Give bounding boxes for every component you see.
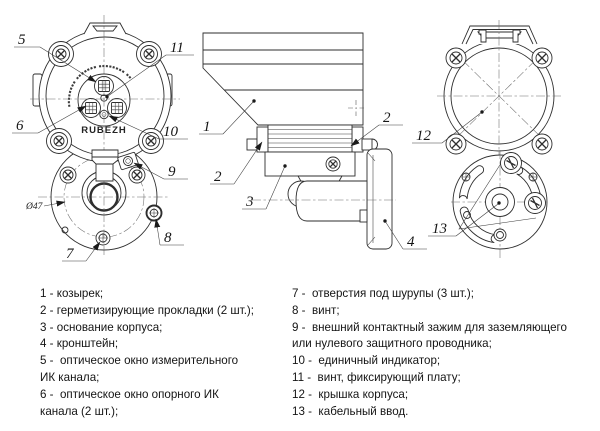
svg-text:11: 11 (170, 40, 184, 56)
svg-text:2: 2 (214, 169, 222, 185)
legend-item: 13 - кабельный ввод. (292, 404, 409, 418)
ground-terminal-clamp (117, 151, 139, 171)
svg-text:8: 8 (164, 230, 172, 246)
bracket-arm (252, 175, 396, 223)
callout-2-left: 2 (210, 141, 263, 185)
svg-text:5: 5 (18, 32, 26, 48)
bracket-arm-joint (91, 149, 119, 182)
legend-item: 3 - основание корпуса; (40, 320, 163, 334)
fixing-screw-8 (145, 204, 163, 222)
legend-item: 7 - отверстия под шурупы (3 шт.); (292, 287, 475, 300)
flange-screw-right (128, 166, 146, 184)
cover-screw (445, 47, 467, 69)
detector-rear-view (437, 20, 561, 163)
legend-item: 11 - винт, фиксирующий плату; (292, 370, 461, 384)
callout-1: 1 (199, 99, 256, 135)
svg-text:4: 4 (407, 234, 415, 250)
legend-column-left: 1 - козырек; 2 - герметизирующие проклад… (40, 286, 290, 420)
callout-6: 6 (12, 105, 87, 134)
dimension-47: Ø47 (25, 200, 66, 212)
detector-front-view: ▪▪▪▪▪▪▪▪ ▪▪▪▪▪▪▪ ▪▪▪▪▪▪▪▪ ▪▪ RUBEZH (30, 15, 180, 256)
svg-text:12: 12 (416, 128, 432, 144)
bracket-flange-rear-view (451, 150, 549, 259)
callout-4: 4 (383, 219, 427, 250)
cover-screw (445, 133, 467, 155)
svg-text:3: 3 (245, 194, 254, 210)
slot-end-hole (463, 211, 471, 219)
callout-leaders: 5 11 6 10 Ø47 9 (12, 32, 501, 262)
sealing-gasket-right (351, 126, 378, 153)
legend-item: 2 - герметизирующие прокладки (2 шт.); (40, 303, 255, 317)
svg-text:6: 6 (16, 118, 24, 134)
screw-hole-bottom (95, 230, 111, 246)
brand-label: RUBEZH (81, 125, 127, 136)
callout-8: 8 (154, 218, 184, 246)
legend-item: 6 - оптическое окно опорного ИК (40, 387, 219, 401)
svg-text:2: 2 (383, 110, 391, 126)
callout-13: 13 (428, 201, 501, 237)
svg-text:Ø47: Ø47 (25, 202, 44, 212)
slot-end-hole (528, 172, 538, 182)
legend-item: 12 - крышка корпуса; (292, 387, 409, 401)
legend-item: 9 - внешний контактный зажим для заземля… (292, 320, 567, 334)
callout-2-right: 2 (350, 110, 403, 147)
cover-screw-bottom-right (138, 128, 164, 154)
legend-item: ИК канала; (40, 370, 100, 384)
legend-item: 4 - кронштейн; (40, 337, 119, 351)
slot-end-hole (461, 172, 471, 182)
callout-10: 10 (108, 115, 188, 140)
svg-text:10: 10 (163, 124, 179, 140)
cover-screw (531, 133, 553, 155)
visor (202, 32, 364, 126)
ribbed-housing (267, 124, 353, 153)
bracket-screw-top (500, 152, 522, 174)
legend-item: 5 - оптическое окно измерительного (40, 354, 239, 368)
callout-12: 12 (412, 110, 484, 144)
rear-top-tabs (461, 25, 538, 45)
legend-column-right: 7 - отверстия под шурупы (3 шт.); 8 - ви… (292, 286, 598, 420)
legend-item: 8 - винт; (292, 303, 340, 317)
bottom-hole (493, 228, 507, 242)
svg-text:13: 13 (432, 221, 447, 237)
housing-base (264, 151, 356, 177)
cover-screw-top-left (48, 41, 74, 67)
svg-text:7: 7 (66, 246, 75, 262)
callout-5: 5 (14, 32, 97, 83)
callout-7: 7 (62, 241, 101, 262)
legend-item: или нулевого защитного проводника; (292, 337, 492, 351)
callout-11: 11 (105, 40, 194, 99)
legend-item: 1 - козырек; (40, 287, 104, 300)
cover-screw-bottom-left (46, 128, 72, 154)
cover-screw-top-right (136, 41, 162, 67)
svg-text:1: 1 (203, 119, 211, 135)
callout-3: 3 (242, 164, 287, 210)
detector-side-view (202, 32, 396, 250)
bracket-screw-right (524, 192, 546, 214)
cover-screw (531, 47, 553, 69)
legend-item: 10 - единичный индикатор; (292, 354, 441, 368)
legend-item: канала (2 шт.); (40, 404, 119, 418)
wall-plate (366, 148, 393, 250)
sealing-gasket-left (246, 126, 269, 153)
flange-screw-left (59, 166, 77, 184)
small-hole (61, 226, 69, 234)
device-views-drawing: ▪▪▪▪▪▪▪▪ ▪▪▪▪▪▪▪ ▪▪▪▪▪▪▪▪ ▪▪ RUBEZH (12, 15, 561, 262)
callout-9: 9 (133, 162, 188, 180)
svg-text:9: 9 (168, 164, 176, 180)
